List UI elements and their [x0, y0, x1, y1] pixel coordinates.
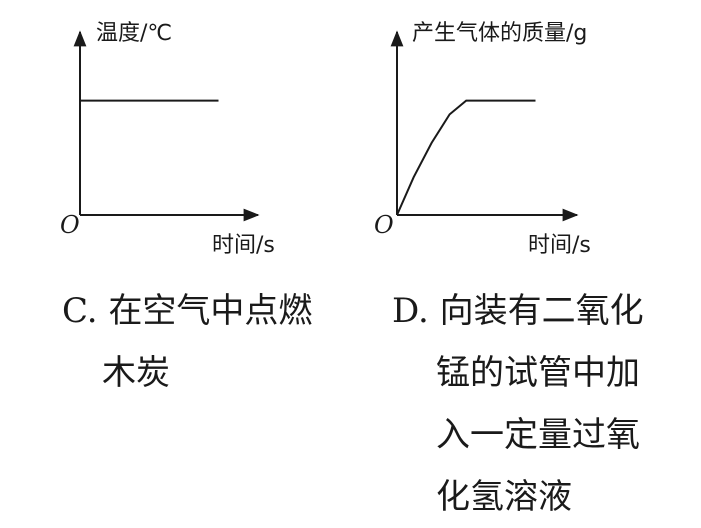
caption-d-line-3: 入一定量过氧 [392, 404, 644, 466]
chart-c: 温度/℃ 时间/s O [60, 21, 275, 258]
caption-d-line-2: 锰的试管中加 [392, 342, 644, 404]
caption-d: D. 向装有二氧化 锰的试管中加 入一定量过氧 化氢溶液 [392, 280, 644, 528]
caption-d-letter: D. [392, 291, 429, 331]
caption-d-text-1: 向装有二氧化 [439, 291, 644, 331]
caption-c-line-2: 木炭 [62, 342, 312, 404]
chart-c-x-label: 时间/s [212, 233, 275, 258]
chart-d-series-line [396, 99, 536, 216]
chart-d-x-label: 时间/s [528, 233, 591, 258]
caption-c-letter: C. [62, 291, 98, 331]
caption-d-text-4: 化氢溶液 [436, 477, 572, 517]
caption-c-text-1: 在空气中点燃 [108, 291, 313, 331]
caption-c-text-2: 木炭 [102, 353, 170, 393]
caption-c: C. 在空气中点燃 木炭 [62, 280, 312, 404]
chart-d: 产生气体的质量/g 时间/s O [374, 21, 591, 258]
chart-d-y-label: 产生气体的质量/g [412, 21, 587, 46]
caption-d-line-4: 化氢溶液 [392, 466, 644, 528]
caption-d-text-3: 入一定量过氧 [436, 415, 640, 455]
chart-c-origin-label: O [60, 211, 80, 239]
chart-c-y-label: 温度/℃ [96, 21, 172, 46]
caption-d-text-2: 锰的试管中加 [436, 353, 640, 393]
caption-d-line-1: D. 向装有二氧化 [392, 280, 644, 342]
caption-c-line-1: C. 在空气中点燃 [62, 280, 312, 342]
chart-d-origin-label: O [374, 211, 394, 239]
